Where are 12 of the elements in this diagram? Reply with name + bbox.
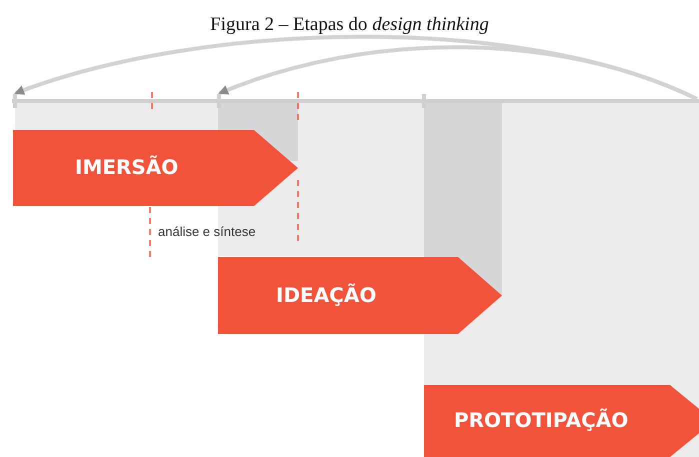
feedback-arrow bbox=[218, 45, 698, 101]
stage-arrow bbox=[424, 385, 699, 457]
timeline-tick bbox=[422, 94, 426, 108]
stage-label: IDEAÇÃO bbox=[276, 282, 376, 306]
timeline-tick bbox=[217, 94, 221, 108]
annotation-text: análise e síntese bbox=[158, 224, 256, 239]
stage-label: PROTOTIPAÇÃO bbox=[454, 408, 628, 432]
figure-title: Figura 2 – Etapas do design thinking bbox=[210, 14, 489, 35]
stage-label: IMERSÃO bbox=[75, 155, 178, 179]
timeline-tick bbox=[13, 94, 17, 108]
stage-arrow bbox=[13, 130, 298, 206]
stage-arrow bbox=[218, 257, 502, 334]
